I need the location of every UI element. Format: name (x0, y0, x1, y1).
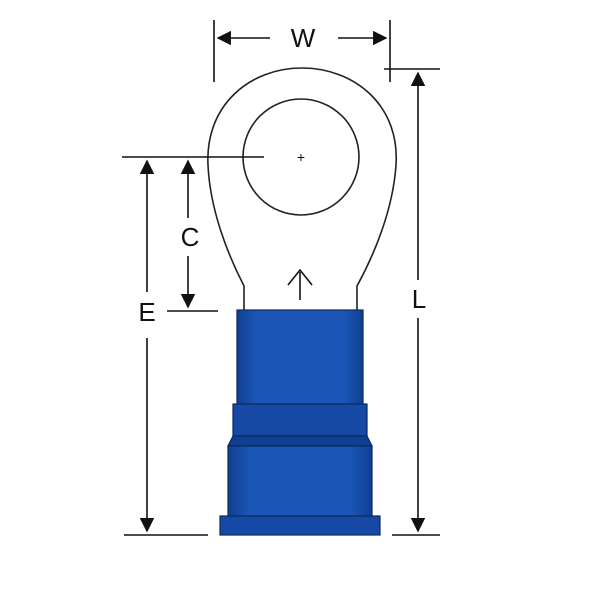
width-dimension: W (213, 20, 391, 82)
extent-label: E (138, 297, 155, 327)
center-dimension: C (122, 156, 264, 312)
direction-arrowhead-icon (287, 268, 313, 286)
center-label: C (181, 222, 200, 252)
insulation-sleeve (219, 309, 381, 536)
extent-dimension: E (124, 159, 208, 536)
length-dimension: L (384, 68, 440, 536)
width-label: W (291, 23, 316, 53)
length-label: L (412, 284, 426, 314)
center-mark: + (297, 149, 305, 165)
